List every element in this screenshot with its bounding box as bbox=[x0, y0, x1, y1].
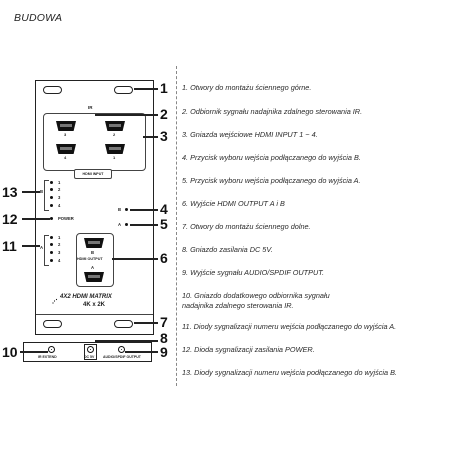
callout-line-2 bbox=[95, 114, 158, 116]
callout-number: 6 bbox=[160, 250, 168, 266]
led-b3 bbox=[50, 196, 53, 199]
led-b-num: 3 bbox=[58, 195, 61, 200]
button-a-letter: A bbox=[118, 222, 122, 227]
callout-number: 2 bbox=[160, 106, 168, 122]
led-b4 bbox=[50, 204, 53, 207]
led-a2 bbox=[50, 243, 53, 246]
callout-line-6 bbox=[112, 258, 158, 260]
led-b-num: 2 bbox=[58, 187, 61, 192]
led-a3 bbox=[50, 251, 53, 254]
led-b1 bbox=[50, 181, 53, 184]
callout-line-3 bbox=[143, 136, 158, 138]
button-b-letter: B bbox=[118, 207, 122, 212]
callout-number: 10 bbox=[2, 344, 18, 360]
legend-item: 8. Gniazdo zasilania DC 5V. bbox=[182, 245, 273, 254]
legend-item: 9. Wyjście sygnału AUDIO/SPDIF OUTPUT. bbox=[182, 268, 325, 277]
led-a4 bbox=[50, 259, 53, 262]
port-number: 1 bbox=[113, 155, 116, 160]
legend-item: 4. Przycisk wyboru wejścia podłączanego … bbox=[182, 153, 361, 162]
dc-label: DC 5V bbox=[84, 355, 95, 359]
led-a-num: 4 bbox=[58, 258, 61, 263]
callout-line-7 bbox=[134, 322, 158, 324]
legend-item: 1. Otwory do montażu ściennego górne. bbox=[182, 83, 312, 92]
top-right-mount-hole bbox=[114, 86, 133, 94]
hdmi-input-port bbox=[105, 144, 125, 154]
legend-item: 6. Wyjście HDMI OUTPUT A i B bbox=[182, 199, 285, 208]
callout-number: 4 bbox=[160, 201, 168, 217]
port-number: 4 bbox=[64, 155, 67, 160]
led-group-a-bracket bbox=[44, 235, 49, 266]
brand-name: 4X2 HDMI MATRIX bbox=[60, 294, 112, 300]
hdmi-output-label: HDMI OUTPUT bbox=[77, 257, 103, 261]
callout-line-4 bbox=[130, 209, 158, 211]
brand-resolution: 4K x 2K bbox=[83, 302, 106, 308]
callout-number: 12 bbox=[2, 211, 18, 227]
legend-item: 10. Gniazdo dodatkowego odbiornika sygna… bbox=[182, 291, 330, 310]
legend-item: 2. Odbiornik sygnału nadajnika zdalnego … bbox=[182, 107, 363, 116]
bottom-right-mount-hole bbox=[114, 320, 133, 328]
hdmi-input-label: HDMI INPUT bbox=[74, 169, 112, 179]
power-label: POWER bbox=[58, 216, 74, 221]
led-group-a-letter: A bbox=[40, 245, 44, 250]
bottom-left-mount-hole bbox=[43, 320, 62, 328]
legend-item: 3. Gniazda wejściowe HDMI INPUT 1 ~ 4. bbox=[182, 130, 318, 139]
callout-line-8 bbox=[95, 340, 158, 342]
led-a-num: 3 bbox=[58, 250, 61, 255]
panel-separator bbox=[36, 314, 153, 315]
callout-number: 1 bbox=[160, 80, 168, 96]
audio-output-label: AUDIO/SPDIF OUTPUT bbox=[103, 355, 141, 359]
led-group-b-bracket bbox=[44, 180, 49, 211]
led-b-num: 4 bbox=[58, 203, 61, 208]
callout-line-13 bbox=[22, 191, 40, 193]
hdmi-input-port bbox=[56, 144, 76, 154]
hdmi-input-port bbox=[56, 121, 76, 131]
led-a-num: 1 bbox=[58, 235, 61, 240]
output-a-label: A bbox=[91, 265, 95, 270]
callout-line-10 bbox=[20, 351, 48, 353]
legend-item: 13. Diody sygnalizacji numeru wejścia po… bbox=[182, 368, 397, 377]
callout-number: 7 bbox=[160, 314, 168, 330]
ir-label: IR bbox=[88, 105, 93, 110]
led-b-num: 1 bbox=[58, 180, 61, 185]
port-number: 3 bbox=[64, 132, 67, 137]
callout-line-9 bbox=[125, 351, 158, 353]
hdmi-input-port bbox=[105, 121, 125, 131]
led-a1 bbox=[50, 236, 53, 239]
dc-jack-frame bbox=[84, 344, 97, 360]
hdmi-output-port-a bbox=[84, 272, 104, 282]
sparkle-icon bbox=[52, 291, 58, 304]
port-number: 2 bbox=[113, 132, 116, 137]
callout-number: 11 bbox=[2, 238, 17, 254]
hdmi-output-group bbox=[76, 233, 114, 287]
callout-line-5 bbox=[130, 224, 158, 226]
page-title: BUDOWA bbox=[14, 12, 63, 24]
callout-line-12 bbox=[22, 218, 50, 220]
legend-item: 11. Diody sygnalizacji numeru wejścia po… bbox=[182, 322, 397, 331]
output-b-label: B bbox=[91, 250, 95, 255]
callout-number: 3 bbox=[160, 128, 168, 144]
ir-extend-label: IR EXTEND bbox=[38, 355, 57, 359]
select-b-button[interactable] bbox=[125, 208, 128, 211]
top-left-mount-hole bbox=[43, 86, 62, 94]
legend-item: 12. Dioda sygnalizacji zasilania POWER. bbox=[182, 345, 315, 354]
callout-line-1 bbox=[134, 88, 158, 90]
callout-number: 8 bbox=[160, 330, 168, 346]
legend-item: 5. Przycisk wyboru wejścia podłączanego … bbox=[182, 176, 361, 185]
led-b2 bbox=[50, 188, 53, 191]
device-front-panel bbox=[35, 80, 154, 335]
callout-line-11 bbox=[22, 245, 40, 247]
callout-number: 9 bbox=[160, 344, 168, 360]
audio-output-jack bbox=[118, 346, 125, 353]
callout-number: 5 bbox=[160, 216, 168, 232]
ir-extend-jack bbox=[48, 346, 55, 353]
hdmi-output-port-b bbox=[84, 238, 104, 248]
select-a-button[interactable] bbox=[125, 223, 128, 226]
dc-power-jack bbox=[87, 346, 94, 353]
power-led bbox=[50, 217, 53, 220]
led-a-num: 2 bbox=[58, 242, 61, 247]
callout-number: 13 bbox=[2, 184, 18, 200]
led-group-b-letter: B bbox=[40, 189, 44, 194]
legend-item: 7. Otwory do montażu ściennego dolne. bbox=[182, 222, 311, 231]
column-divider bbox=[176, 66, 178, 386]
